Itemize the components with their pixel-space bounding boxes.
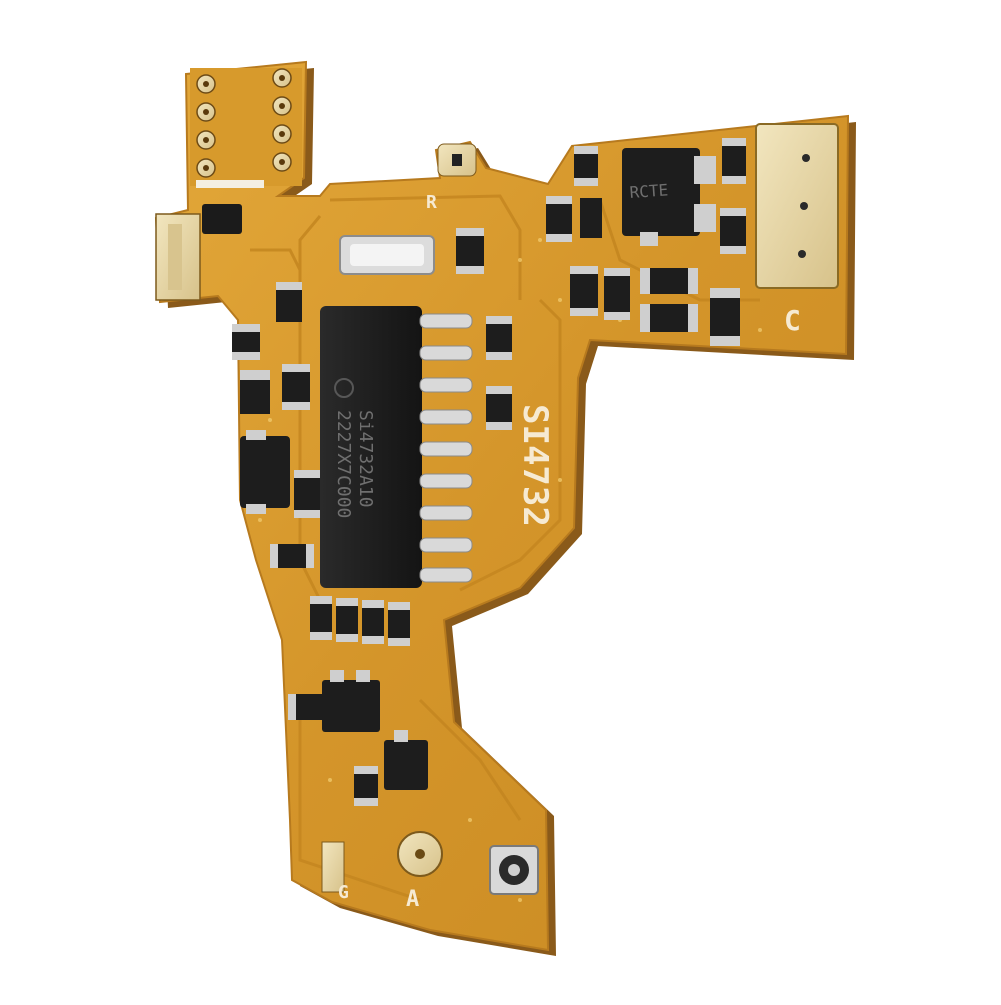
antenna-connector	[489, 845, 539, 895]
silk-label-g: G	[338, 882, 349, 903]
round-solder-pad	[397, 831, 443, 877]
transistor-upper-left	[202, 204, 242, 234]
bottom-left-pad	[321, 841, 345, 893]
left-edge-pads	[155, 213, 201, 301]
voltage-regulator: RCTE	[622, 148, 716, 246]
silk-label-c: C	[784, 304, 801, 337]
ic-marking-line1: Si4732A10	[355, 410, 376, 508]
regulator-marking: RCTE	[629, 180, 669, 202]
ic-logo	[334, 378, 354, 398]
right-gold-pad	[755, 123, 839, 289]
header-pads	[190, 68, 302, 188]
silk-model-text: SI4732	[515, 404, 555, 527]
main-ic: Si4732A10 2227X7C000	[320, 306, 473, 588]
ic-marking-line2: 2227X7C000	[333, 410, 354, 518]
silk-label-a: A	[406, 887, 419, 912]
ic-pins	[419, 313, 473, 583]
silk-label-r: R	[426, 192, 437, 213]
smd-components	[232, 138, 746, 806]
